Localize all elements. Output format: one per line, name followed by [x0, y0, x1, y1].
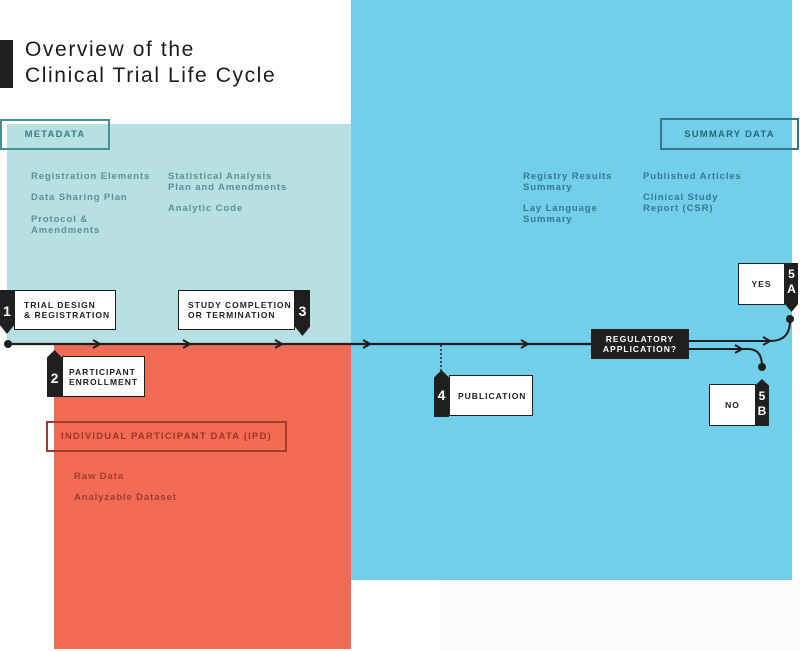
step-4-box: PUBLICATION: [449, 375, 533, 416]
metadata-item: Analytic Code: [168, 203, 244, 214]
step-5a-letter: A: [787, 282, 796, 296]
metadata-item: Registration Elements: [31, 171, 151, 182]
summary-data-label: SUMMARY DATA: [660, 118, 799, 150]
metadata-item: Protocol &: [31, 214, 89, 225]
step-5a-badge: 5 A: [785, 263, 798, 312]
yes-arrow: [762, 336, 773, 346]
fade-region: [440, 580, 800, 651]
step-1-label-line-1: TRIAL DESIGN: [24, 300, 96, 310]
timeline-start-dot: [4, 340, 12, 348]
metadata-item: Plan and Amendments: [168, 182, 288, 193]
step-2-badge: 2: [47, 350, 62, 397]
timeline-arrow: [182, 339, 193, 349]
step-5a-label: YES: [751, 279, 772, 289]
title-line-2: Clinical Trial Life Cycle: [25, 64, 277, 87]
step-4-number: 4: [437, 387, 446, 403]
summary-data-item: Summary: [523, 214, 573, 225]
summary-data-item: Published Articles: [643, 171, 742, 182]
metadata-item: Data Sharing Plan: [31, 192, 128, 203]
summary-data-item: Registry Results: [523, 171, 613, 182]
yes-branch-dot: [786, 315, 794, 323]
step-1-badge: 1: [0, 290, 14, 334]
ipd-item: Analyzable Dataset: [74, 492, 177, 503]
metadata-label: METADATA: [0, 119, 110, 150]
step-5b-letter: B: [757, 404, 767, 418]
regulatory-label-line-1: REGULATORY: [605, 334, 675, 344]
no-arrow: [734, 344, 745, 354]
metadata-item: Amendments: [31, 225, 101, 236]
step-3-box: STUDY COMPLETION OR TERMINATION: [178, 290, 295, 330]
step-5b-badge: 5 B: [755, 379, 769, 426]
summary-data-region: [351, 0, 792, 580]
timeline-arrow: [362, 339, 373, 349]
summary-data-item: Report (CSR): [643, 203, 714, 214]
summary-data-item: Summary: [523, 182, 573, 193]
step-5b-label: NO: [725, 400, 740, 410]
no-branch-dot: [758, 363, 766, 371]
step-5a-box: YES: [738, 263, 785, 305]
step-5b-box: NO: [709, 384, 756, 426]
step-4-label: PUBLICATION: [458, 390, 527, 401]
summary-data-item: Clinical Study: [643, 192, 719, 203]
step-2-number: 2: [50, 370, 59, 386]
step-2-label-line-2: ENROLLMENT: [69, 376, 139, 387]
regulatory-application-box: REGULATORY APPLICATION?: [591, 329, 689, 359]
step-1-box: TRIAL DESIGN & REGISTRATION: [14, 290, 116, 330]
step-3-label-line-2: OR TERMINATION: [188, 310, 276, 320]
metadata-item: Statistical Analysis: [168, 171, 273, 182]
step-3-badge: 3: [295, 290, 310, 336]
timeline-arrow: [274, 339, 285, 349]
step-3-number: 3: [298, 303, 307, 319]
step-3-label-line-1: STUDY COMPLETION: [188, 300, 292, 310]
title-line-1: Overview of the: [25, 38, 195, 61]
summary-data-item: Lay Language: [523, 203, 598, 214]
step-4-badge: 4: [434, 370, 449, 417]
step-1-number: 1: [3, 303, 11, 319]
step-2-label-line-1: PARTICIPANT: [69, 366, 136, 377]
yes-branch-line: [689, 320, 791, 342]
regulatory-label-line-2: APPLICATION?: [602, 344, 678, 354]
step-2-box: PARTICIPANT ENROLLMENT: [62, 356, 145, 397]
timeline-arrow: [520, 339, 531, 349]
ipd-label: INDIVIDUAL PARTICIPANT DATA (IPD): [46, 421, 287, 452]
no-branch-line: [689, 348, 763, 367]
ipd-item: Raw Data: [74, 471, 124, 482]
step-5b-number: 5: [758, 389, 766, 403]
timeline-arrow: [92, 339, 103, 349]
title-accent-bar: [0, 40, 13, 88]
step-1-label-line-2: & REGISTRATION: [24, 310, 111, 320]
step-5a-number: 5: [788, 267, 795, 281]
